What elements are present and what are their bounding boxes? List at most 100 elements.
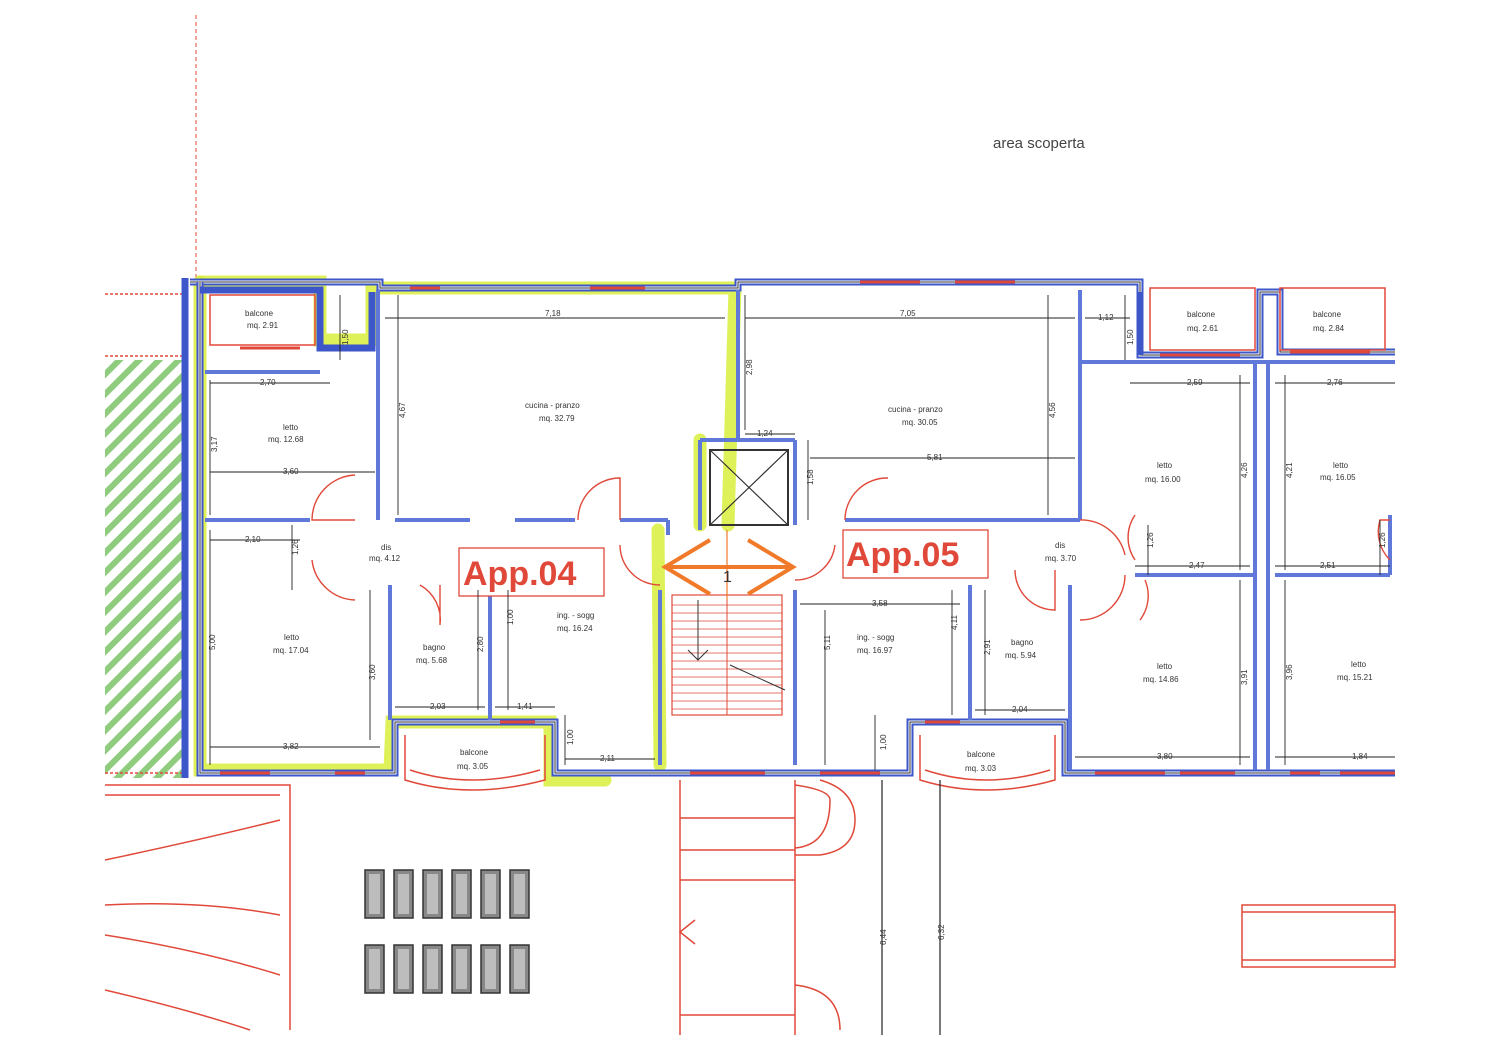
room-name: letto bbox=[1157, 461, 1173, 470]
apartment-04-label: App.04 bbox=[463, 555, 576, 593]
dimension-value: 3,60 bbox=[283, 467, 299, 476]
dimension-lines bbox=[209, 295, 1395, 770]
apartment-05-label: App.05 bbox=[846, 536, 959, 574]
dimension-value: 4,56 bbox=[1048, 402, 1057, 418]
stair-access-arrow: 1 bbox=[661, 530, 797, 600]
exterior-walls bbox=[181, 278, 1395, 778]
balcony-outlines bbox=[209, 287, 1386, 791]
dimension-value: 1,41 bbox=[517, 702, 533, 711]
dimension-value: 2,03 bbox=[430, 702, 446, 711]
dimension-value: 4,26 bbox=[1240, 462, 1249, 478]
room-name: bagno bbox=[423, 643, 446, 652]
room-name: letto bbox=[1157, 662, 1173, 671]
room-area: mq. 16.00 bbox=[1145, 475, 1181, 484]
room-name: balcone bbox=[1187, 310, 1216, 319]
room-name: dis bbox=[1055, 541, 1065, 550]
apartment-04-tag: App.04 bbox=[458, 547, 605, 597]
apartment-05-tag: App.05 bbox=[842, 529, 989, 579]
dimension-value: 1,58 bbox=[806, 469, 815, 485]
dimension-value: 1,26 bbox=[1146, 532, 1155, 548]
dimension-value: 3,58 bbox=[872, 599, 888, 608]
room-name: ing. - sogg bbox=[557, 611, 594, 620]
dimension-value: 6,32 bbox=[937, 924, 946, 940]
room-name: balcone bbox=[967, 750, 996, 759]
dimension-value: 1,50 bbox=[341, 329, 350, 345]
room-area: mq. 5.94 bbox=[1005, 651, 1037, 660]
dimension-value: 2,04 bbox=[1012, 705, 1028, 714]
room-labels: balcone mq. 2.91 letto mq. 12.68 cucina … bbox=[245, 309, 1373, 773]
room-name: bagno bbox=[1011, 638, 1034, 647]
room-area: mq. 4.12 bbox=[369, 554, 401, 563]
dimension-value: 4,11 bbox=[950, 614, 959, 630]
dimension-value: 2,70 bbox=[260, 378, 276, 387]
dimension-value: 2,91 bbox=[983, 639, 992, 655]
dimension-value: 1,00 bbox=[506, 609, 515, 625]
room-area: mq. 2.91 bbox=[247, 321, 279, 330]
room-area: mq. 12.68 bbox=[268, 435, 304, 444]
interior-walls bbox=[205, 290, 1395, 770]
room-area: mq. 5.68 bbox=[416, 656, 448, 665]
windows bbox=[220, 280, 1395, 775]
dimension-value: 1,24 bbox=[757, 429, 773, 438]
room-area: mq. 2.84 bbox=[1313, 324, 1345, 333]
dimension-value: 5,81 bbox=[927, 453, 943, 462]
dimension-value: 1,00 bbox=[566, 729, 575, 745]
dimension-value: 2,47 bbox=[1189, 561, 1205, 570]
dimension-value: 5,00 bbox=[208, 634, 217, 650]
room-area: mq. 17.04 bbox=[273, 646, 309, 655]
dimension-values: 7,18 7,05 1,50 1,12 1,50 2,70 4,67 2,98 … bbox=[208, 309, 1387, 945]
room-area: mq. 14.86 bbox=[1143, 675, 1179, 684]
room-area: mq. 16.97 bbox=[857, 646, 893, 655]
room-area: mq. 3.05 bbox=[457, 762, 489, 771]
dimension-value: 3,82 bbox=[283, 742, 299, 751]
bike-racks bbox=[364, 869, 530, 994]
dimension-value: 2,10 bbox=[245, 535, 261, 544]
staircase bbox=[671, 594, 786, 716]
room-name: dis bbox=[381, 543, 391, 552]
dimension-value: 3,17 bbox=[210, 436, 219, 452]
dimension-value: 1,84 bbox=[1352, 752, 1368, 761]
room-name: letto bbox=[1351, 660, 1367, 669]
dimension-value: 3,80 bbox=[1157, 752, 1173, 761]
room-name: letto bbox=[284, 633, 300, 642]
dimension-value: 2,98 bbox=[745, 359, 754, 375]
room-area: mq. 3.70 bbox=[1045, 554, 1077, 563]
dimension-value: 1,00 bbox=[879, 734, 888, 750]
room-area: mq. 16.24 bbox=[557, 624, 593, 633]
dimension-value: 7,05 bbox=[900, 309, 916, 318]
elevator-shaft bbox=[709, 449, 789, 526]
site-layout-south bbox=[104, 779, 1396, 1035]
dimension-value: 1,12 bbox=[1098, 313, 1114, 322]
dimension-value: 1,26 bbox=[291, 539, 300, 555]
dimension-value: 2,11 bbox=[600, 754, 616, 763]
dimension-value: 3,60 bbox=[368, 664, 377, 680]
room-area: mq. 15.21 bbox=[1337, 673, 1373, 682]
dimension-value: 2,51 bbox=[1320, 561, 1336, 570]
room-name: letto bbox=[1333, 461, 1349, 470]
dimension-value: 2,59 bbox=[1187, 378, 1203, 387]
dimension-value: 7,18 bbox=[545, 309, 561, 318]
dimension-value: 4,21 bbox=[1285, 462, 1294, 478]
room-area: mq. 3.03 bbox=[965, 764, 997, 773]
room-name: balcone bbox=[1313, 310, 1342, 319]
room-area: mq. 30.05 bbox=[902, 418, 938, 427]
room-area: mq. 16.05 bbox=[1320, 473, 1356, 482]
room-area: mq. 32.79 bbox=[539, 414, 575, 423]
dimension-value: 3,91 bbox=[1240, 669, 1249, 685]
room-name: ing. - sogg bbox=[857, 633, 894, 642]
dimension-value: 1,50 bbox=[1126, 329, 1135, 345]
room-name: balcone bbox=[460, 748, 489, 757]
room-area: mq. 2.61 bbox=[1187, 324, 1219, 333]
hatched-green-area bbox=[105, 360, 185, 778]
stair-number: 1 bbox=[723, 569, 732, 586]
room-name: cucina - pranzo bbox=[888, 405, 943, 414]
outdoor-area-label: area scoperta bbox=[993, 135, 1085, 152]
dimension-value: 3,96 bbox=[1285, 664, 1294, 680]
dimension-value: 1,26 bbox=[1378, 532, 1387, 548]
apartment-04-highlight bbox=[193, 275, 742, 787]
dimension-value: 5,11 bbox=[823, 634, 832, 650]
room-name: balcone bbox=[245, 309, 274, 318]
dimension-value: 6,44 bbox=[879, 929, 888, 945]
room-name: letto bbox=[283, 423, 299, 432]
